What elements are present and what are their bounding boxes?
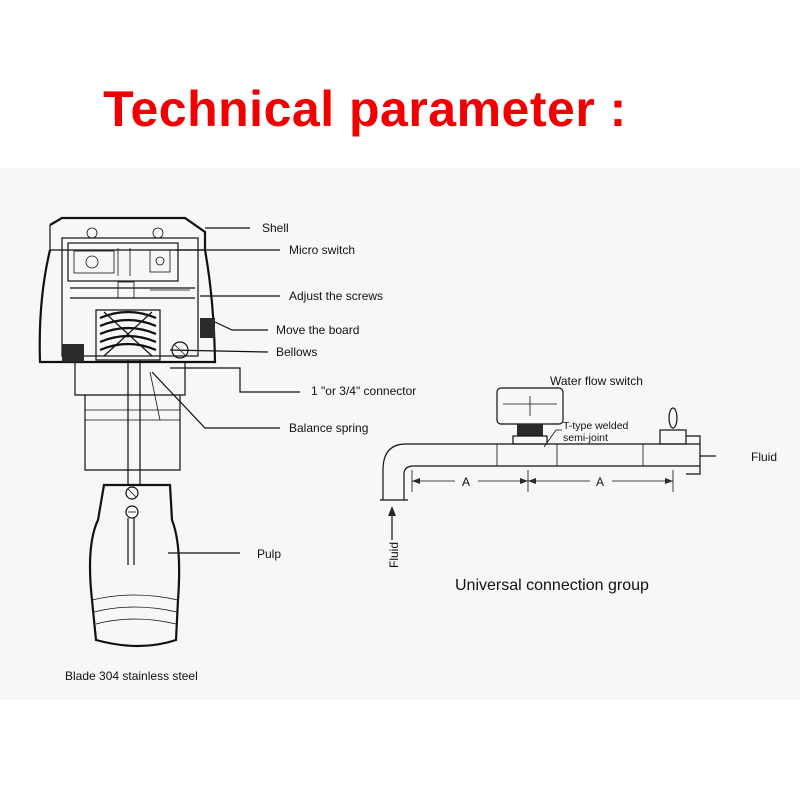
label-dim-a-right: A xyxy=(596,475,604,489)
label-fluid-outlet: Fluid xyxy=(751,450,777,464)
flow-switch-drawing xyxy=(38,216,300,648)
label-fluid-inlet: Fluid xyxy=(387,542,401,568)
label-connection-group-caption: Universal connection group xyxy=(455,577,649,594)
label-connector: 1 "or 3/4" connector xyxy=(311,384,416,398)
leader-lines xyxy=(151,227,300,554)
label-blade: Blade 304 stainless steel xyxy=(65,669,198,683)
shell-outline xyxy=(49,216,207,250)
label-semi-joint: semi-joint xyxy=(563,432,608,444)
label-move-board: Move the board xyxy=(276,323,359,337)
diagram-background xyxy=(0,168,800,700)
label-micro-switch: Micro switch xyxy=(289,243,355,257)
label-pulp: Pulp xyxy=(257,547,281,561)
label-balance-spring: Balance spring xyxy=(289,421,368,435)
bellows xyxy=(95,309,161,361)
page-title: Technical parameter : xyxy=(103,81,627,137)
label-t-type-welded: T-type welded xyxy=(563,420,629,432)
label-adjust-screws: Adjust the screws xyxy=(289,289,383,303)
connection-group-drawing xyxy=(380,387,716,540)
micro-switch xyxy=(67,242,179,282)
paddle-blade xyxy=(88,483,181,648)
label-water-flow-switch: Water flow switch xyxy=(550,374,643,388)
label-shell: Shell xyxy=(262,221,289,235)
label-bellows: Bellows xyxy=(276,345,317,359)
label-dim-a-left: A xyxy=(462,475,470,489)
